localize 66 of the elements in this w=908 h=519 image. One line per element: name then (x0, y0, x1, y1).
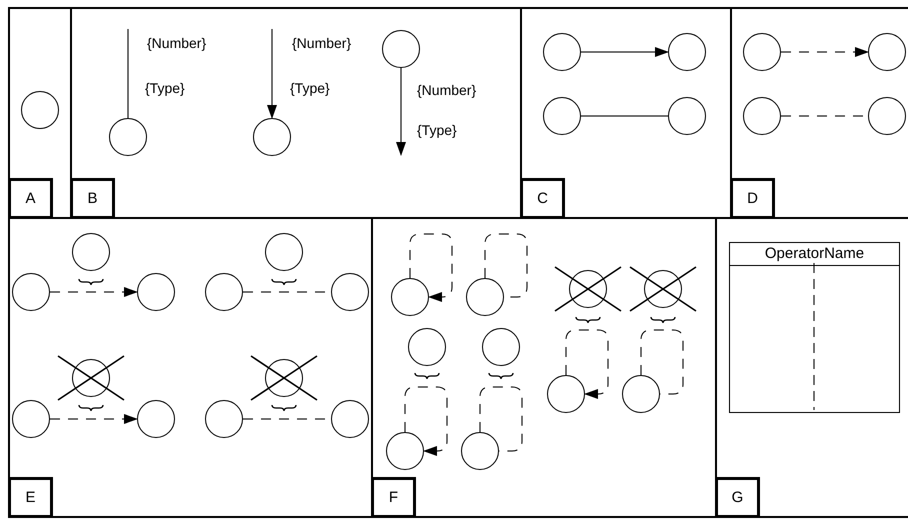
panel-frame (8, 7, 72, 219)
circle-node (72, 233, 110, 271)
panel-letter: G (715, 477, 760, 518)
panel-frame (8, 217, 373, 518)
circle-node (868, 97, 906, 135)
circle-node (137, 400, 175, 438)
circle-node (265, 359, 303, 397)
arrow (267, 28, 277, 119)
circle-node (72, 359, 110, 397)
arrow (396, 68, 406, 156)
circle-node (868, 33, 906, 71)
circle-node (466, 278, 504, 316)
circle-node (137, 273, 175, 311)
circle-node (382, 30, 420, 68)
annotation-text: {Number} (147, 35, 206, 51)
arrow (50, 287, 138, 297)
circle-node (331, 273, 369, 311)
circle-node (109, 118, 147, 156)
arrow (404, 386, 448, 456)
circle-node (391, 278, 429, 316)
circle-node (743, 97, 781, 135)
circle-node (622, 375, 660, 413)
circle-node (569, 270, 607, 308)
annotation-text: {Type} (417, 122, 457, 138)
circle-node (265, 233, 303, 271)
panel-frame (70, 7, 522, 219)
circle-node (331, 400, 369, 438)
panel-letter: C (520, 178, 565, 219)
annotation-text: {Type} (290, 80, 330, 96)
annotation-text: {Type} (145, 80, 185, 96)
box-title: OperatorName (730, 243, 899, 266)
panel-frame (730, 7, 908, 219)
connector-line (484, 234, 528, 298)
circle-node (668, 97, 706, 135)
arrow (50, 414, 138, 424)
arrow (566, 330, 608, 399)
circle-node (386, 432, 424, 470)
annotation-text: {Number} (417, 82, 476, 98)
circle-node (644, 270, 682, 308)
circle-node (12, 400, 50, 438)
panel-letter: F (371, 477, 416, 518)
circle-node (547, 375, 585, 413)
annotation-text: {Number} (292, 35, 352, 51)
circle-node (668, 33, 706, 71)
circle-node (743, 33, 781, 71)
circle-node (253, 118, 291, 156)
connector-line (640, 330, 684, 394)
panel-letter: A (8, 178, 53, 219)
arrow (580, 47, 669, 57)
arrow (780, 47, 869, 57)
panel-letter: D (730, 178, 775, 219)
circle-node (482, 328, 520, 366)
panel-frame (520, 7, 732, 219)
circle-node (408, 328, 446, 366)
panel-letter: B (70, 178, 115, 219)
operator-box (729, 242, 900, 413)
circle-node (205, 400, 243, 438)
circle-node (12, 273, 50, 311)
panel-letter: E (8, 477, 53, 518)
circle-node (461, 432, 499, 470)
circle-node (205, 273, 243, 311)
circle-node (21, 91, 59, 129)
arrow (410, 234, 452, 302)
connector-line (480, 386, 522, 452)
circle-node (543, 33, 581, 71)
circle-node (543, 97, 581, 135)
